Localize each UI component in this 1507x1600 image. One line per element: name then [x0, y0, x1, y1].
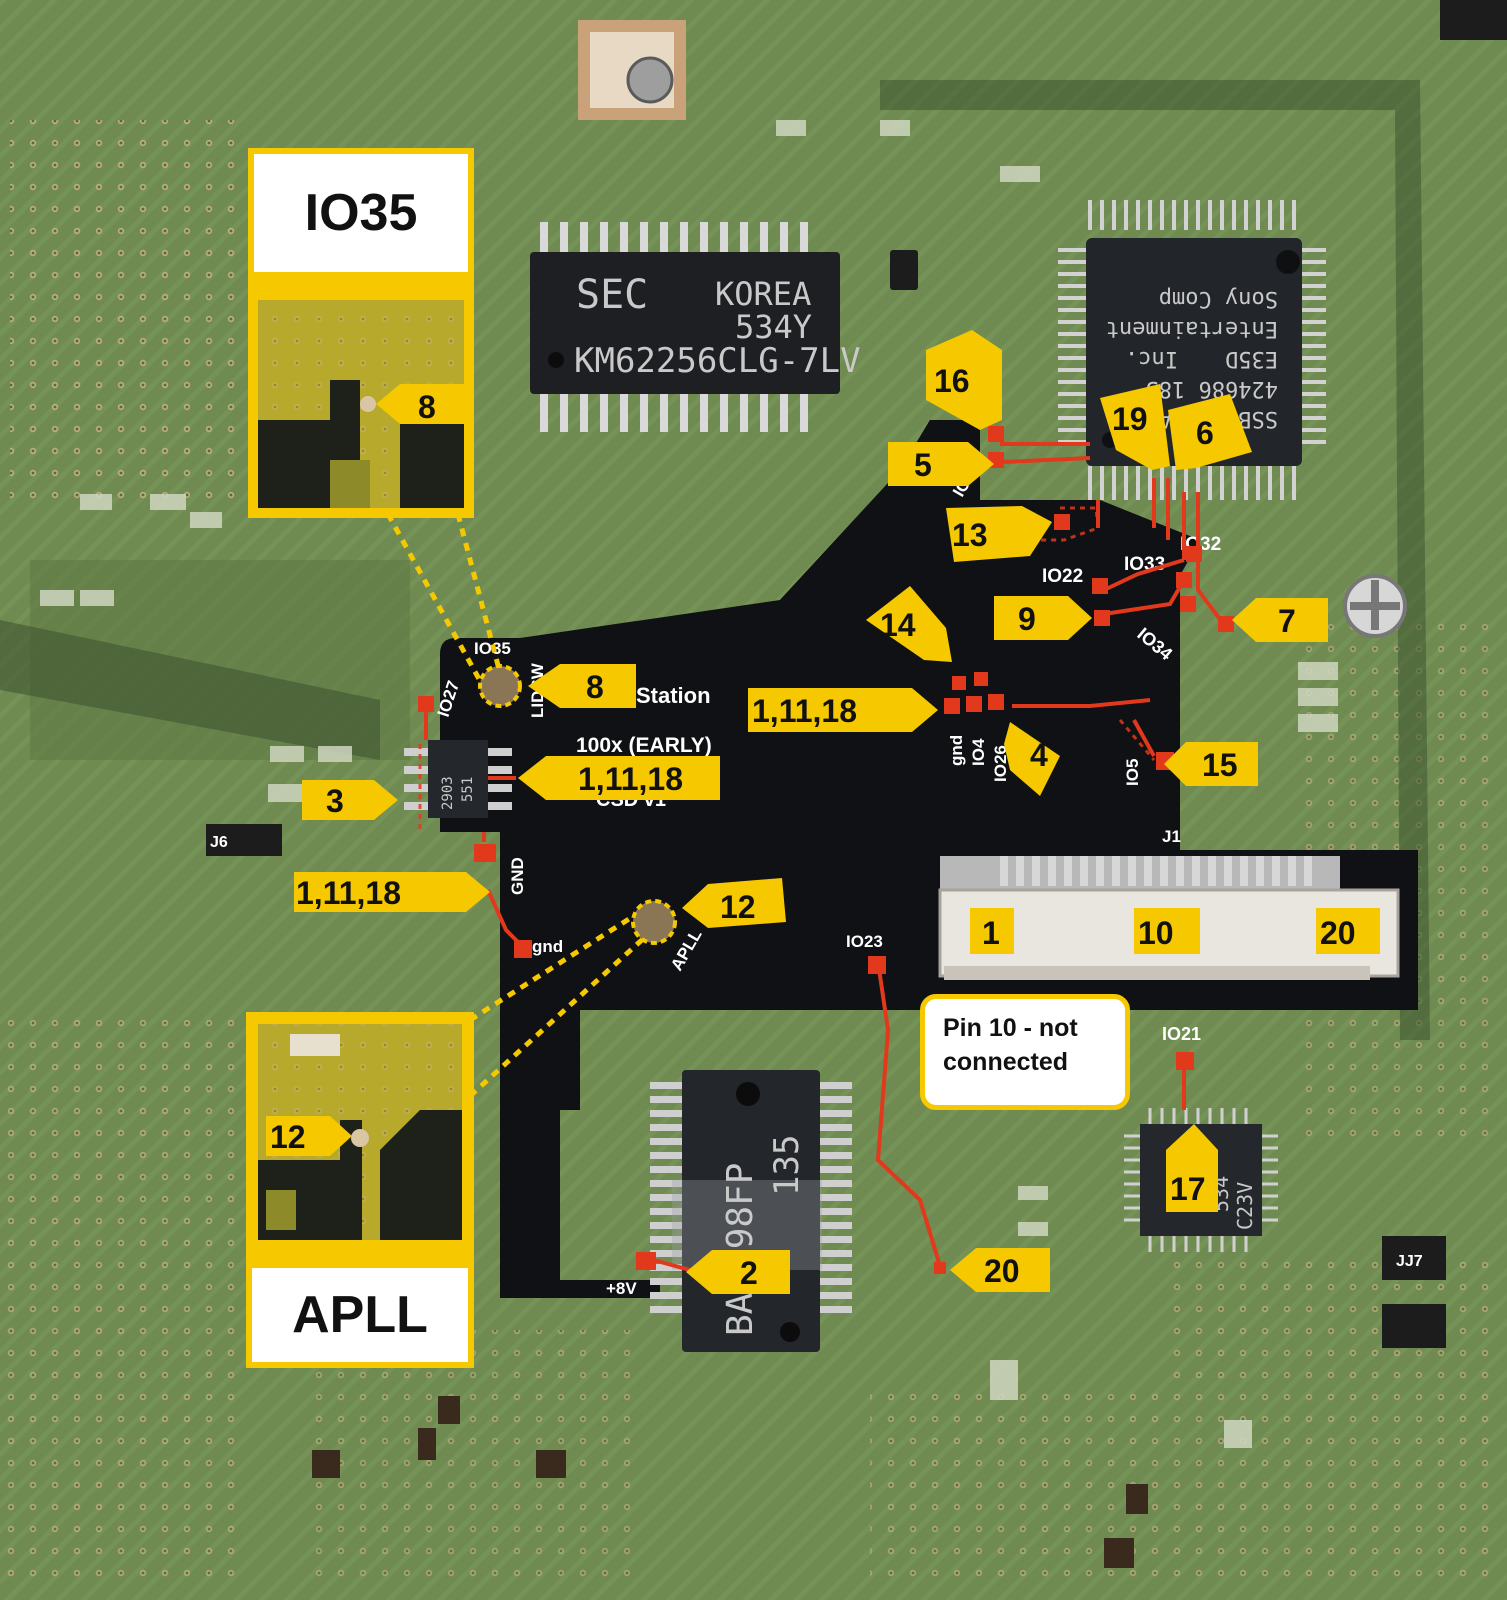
svg-text:8: 8: [418, 389, 436, 425]
soc-chip-line2: 424686 185: [1146, 376, 1278, 401]
svg-text:12: 12: [720, 889, 756, 925]
svg-text:4: 4: [1030, 737, 1048, 773]
pin-tag-20: [950, 1248, 1050, 1292]
pin-tag-1-11-18-b: [518, 756, 720, 800]
svg-text:1,11,18: 1,11,18: [296, 875, 401, 911]
pin-tag-8: [528, 664, 636, 708]
op-amp-line2: 551: [460, 777, 476, 802]
driver-chip-line1: BA6398FP: [720, 1163, 761, 1336]
svg-text:6: 6: [1196, 415, 1214, 451]
flex-label-8v: +8V: [606, 1279, 637, 1298]
note-line-1: Pin 10 - not: [943, 1014, 1078, 1042]
jumper-jj7-a: [1382, 1236, 1446, 1280]
pin-tag-13: [946, 506, 1052, 562]
ram-chip: SEC KOREA 534Y KM62256CLG-7LV: [530, 222, 861, 432]
pin-tag-1-11-18-a: [748, 688, 938, 732]
pin-tags: 16 5 19 6 13 9 7 14 8 1,11,18 4 15: [266, 330, 1328, 1294]
svg-text:9: 9: [1018, 601, 1036, 637]
qfp-chip-line2: C23V: [1233, 1182, 1257, 1230]
svg-text:19: 19: [1112, 401, 1148, 437]
pin-tag-4: [1004, 722, 1060, 796]
jumper-jj7-b: [1382, 1304, 1446, 1348]
svg-text:15: 15: [1202, 747, 1238, 783]
inset-title-apll: APLL: [246, 1262, 474, 1368]
pin-tag-12: [682, 878, 786, 928]
svg-text:J6: J6: [210, 834, 228, 851]
op-amp-line1: 2903: [440, 776, 456, 810]
pin-tag-16: [926, 330, 1002, 430]
svg-text:17: 17: [1170, 1171, 1206, 1207]
pin-tag-2: [686, 1250, 790, 1294]
driver-chip-line2: 135: [767, 1135, 807, 1196]
ram-chip-line1b: KOREA: [715, 275, 811, 313]
pin-tag-19: [1100, 384, 1170, 470]
flex-label-io22: IO22: [1042, 566, 1083, 587]
svg-text:13: 13: [952, 517, 988, 553]
ram-chip-line3: KM62256CLG-7LV: [574, 341, 861, 381]
svg-text:1,11,18: 1,11,18: [578, 761, 683, 797]
svg-text:12: 12: [270, 1119, 306, 1155]
flex-label-gnd: GND: [508, 857, 527, 895]
svg-text:3: 3: [326, 783, 344, 819]
solder-pads-red: [418, 426, 1234, 1274]
flex-label-gnd-lower: gnd: [532, 937, 563, 956]
flex-label-io5: IO5: [1123, 759, 1142, 786]
inset-tag-12: [266, 1116, 352, 1156]
soc-chip-line4: Inc.: [1125, 346, 1178, 371]
flex-label-io4: IO4: [969, 738, 988, 766]
flex-label-gnd-small: gnd: [947, 735, 966, 766]
lidsw-test-point: [478, 664, 522, 708]
soc-chip-line6: Sony Comp: [1159, 286, 1278, 311]
pin-tag-5: [888, 442, 994, 486]
flex-label-station: Station: [636, 683, 711, 708]
pin-10-note: Pin 10 - not connected: [920, 994, 1130, 1110]
inset-tag-8: [376, 384, 468, 424]
pin-tag-1-11-18-c: [294, 872, 490, 912]
flex-label-model: 100x (EARLY): [576, 734, 712, 757]
pin-tag-15: [1164, 742, 1258, 786]
svg-text:JJ7: JJ7: [1396, 1253, 1423, 1270]
flex-label-j1: J1: [1162, 827, 1181, 846]
apll-test-point: [631, 899, 677, 945]
pin-tag-14: [866, 586, 952, 662]
inset-leader-lines: [385, 512, 646, 1098]
flex-label-io26: IO26: [991, 745, 1010, 782]
motor-driver-chip: BA6398FP 135: [650, 1070, 852, 1352]
jumper-j6: [206, 824, 282, 856]
soc-chip-line3: E35D: [1225, 346, 1278, 371]
svg-text:1: 1: [982, 915, 1000, 951]
inset-title-io35: IO35: [248, 148, 474, 278]
pin-tag-3: [302, 780, 398, 820]
svg-text:5: 5: [914, 447, 932, 483]
connector-pin-labels: 1 10 20: [970, 908, 1380, 954]
svg-text:10: 10: [1138, 915, 1174, 951]
note-line-2: connected: [943, 1048, 1069, 1076]
op-amp-chip: 2903 551: [404, 740, 512, 818]
svg-text:2: 2: [740, 1255, 758, 1291]
svg-text:1,11,18: 1,11,18: [752, 693, 857, 729]
label-io21: IO21: [1162, 1024, 1201, 1044]
ram-chip-line2: 534Y: [735, 308, 812, 346]
svg-text:8: 8: [586, 669, 604, 705]
pin-tag-9: [994, 596, 1092, 640]
pin-tag-6: [1168, 394, 1252, 470]
flex-board: Station 100x (EARLY) CSD v1 IO35 LIDSW I…: [404, 420, 1418, 1298]
svg-text:16: 16: [934, 363, 970, 399]
pin-tag-7: [1232, 598, 1328, 642]
ram-chip-line1: SEC: [576, 272, 648, 318]
svg-text:20: 20: [1320, 915, 1356, 951]
soc-chip-line5: Entertainment: [1106, 316, 1278, 341]
svg-text:7: 7: [1278, 603, 1296, 639]
flex-label-io23: IO23: [846, 932, 883, 951]
svg-text:20: 20: [984, 1253, 1020, 1289]
pin-tag-17: [1166, 1124, 1218, 1212]
svg-text:14: 14: [880, 607, 916, 643]
